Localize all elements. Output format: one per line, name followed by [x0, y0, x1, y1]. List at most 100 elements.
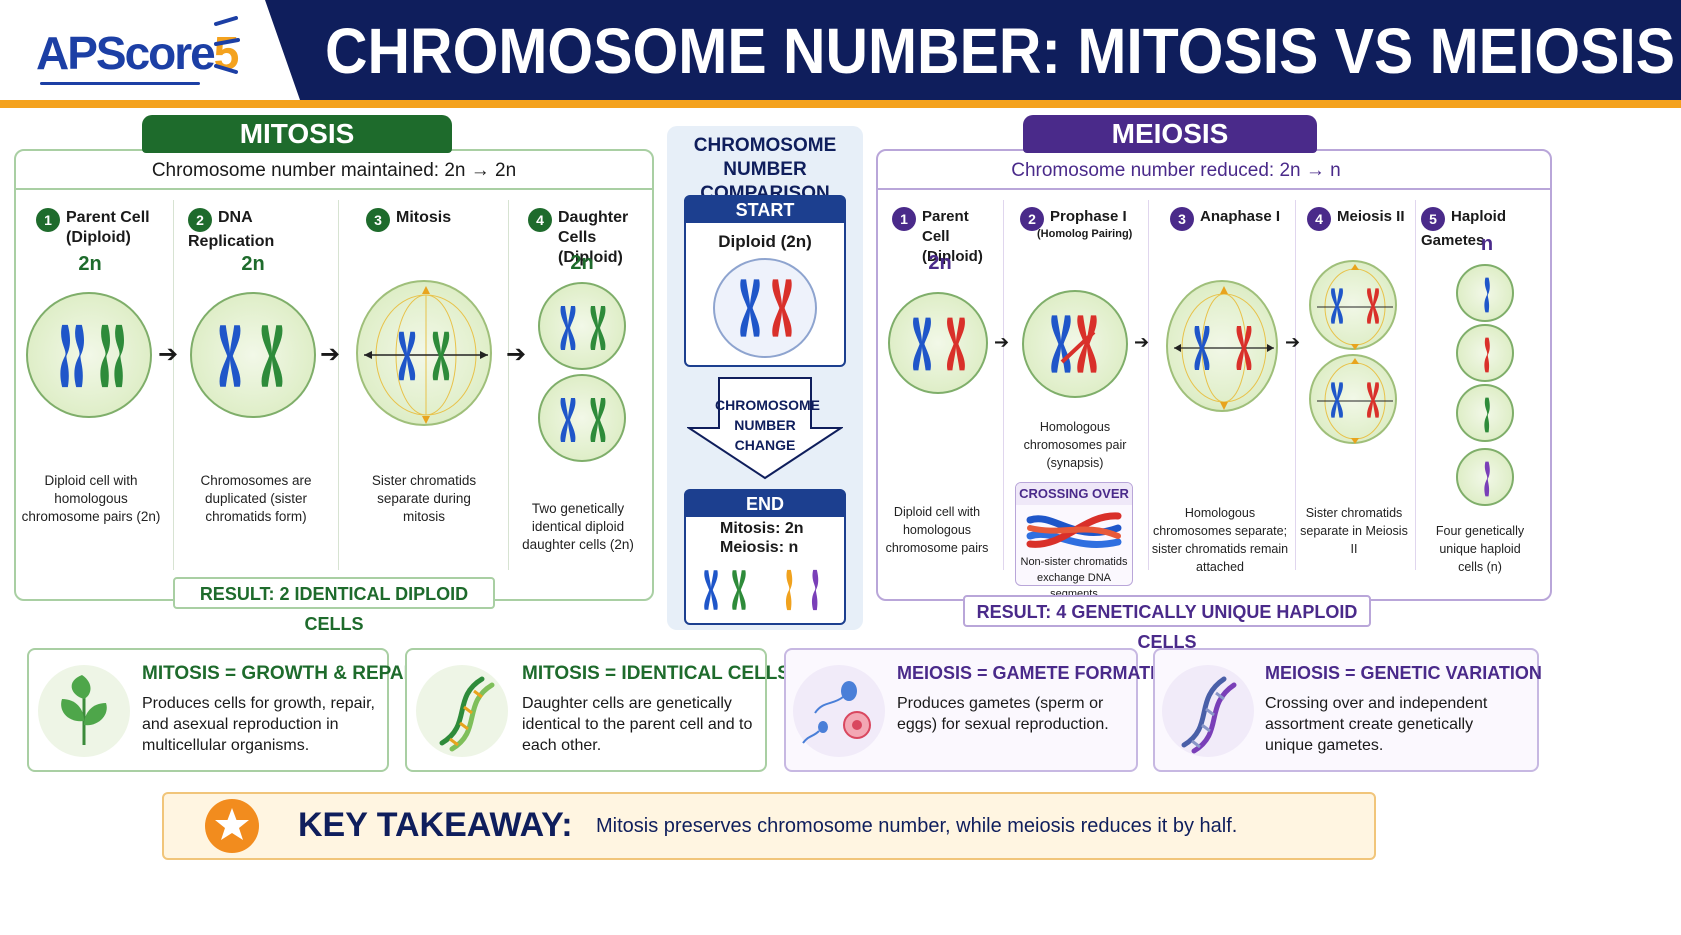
step-number-badge: 2 — [188, 208, 212, 232]
chromosomes-graphic — [560, 398, 606, 442]
chromosome-graphic — [1484, 277, 1490, 313]
crossing-over-title: CROSSING OVER — [1016, 483, 1132, 505]
step-number-badge: 3 — [1170, 207, 1194, 231]
step-description: Two genetically identical diploid daught… — [522, 501, 634, 552]
step-title-text: Parent Cell (Diploid) — [66, 209, 150, 246]
step-description: Chromosomes are duplicated (sister chrom… — [200, 473, 312, 524]
mitosis-label: MITOSIS — [142, 115, 452, 153]
step-number-badge: 1 — [36, 208, 60, 232]
step-number-badge: 5 — [1421, 207, 1445, 231]
dna-icon — [416, 665, 508, 757]
meiosis-ii-cell — [1309, 354, 1397, 444]
ploidy-label: 2n — [928, 252, 952, 274]
step-number-badge: 2 — [1020, 207, 1044, 231]
leaf-icon — [38, 665, 130, 757]
takeaway-label: KEY TAKEAWAY: — [298, 806, 573, 844]
dna-icon — [1162, 665, 1254, 757]
step-description: Diploid cell with homologous chromosome … — [885, 505, 989, 555]
gamete-cell — [1456, 448, 1514, 506]
divider — [1295, 200, 1296, 570]
step-number-badge: 3 — [366, 208, 390, 232]
divider — [338, 200, 339, 570]
down-arrow-icon — [687, 377, 843, 480]
meiosis-subtitle: Chromosome number reduced: 2n → n — [1011, 160, 1341, 181]
logo-main-text: APScore — [36, 27, 216, 79]
step-title-text: DNA Replication — [188, 209, 275, 250]
mitosis-step-3-title: 3 Mitosis — [366, 208, 496, 232]
arrow-right-icon: ➔ — [158, 341, 179, 368]
chromosomes-graphic — [560, 306, 606, 350]
chromosomes-graphic — [60, 324, 125, 388]
sperm-egg-icon-graphic — [802, 681, 871, 744]
divider — [1148, 200, 1149, 570]
meiosis-label: MEIOSIS — [1023, 115, 1317, 153]
mitosis-result: RESULT: 2 IDENTICAL DIPLOID CELLS — [173, 577, 495, 634]
step-description: Four genetically unique haploid cells (n… — [1435, 524, 1525, 574]
chromosomes-graphic — [740, 279, 792, 337]
card-text: Produces gametes (sperm or eggs) for sex… — [897, 695, 1109, 733]
start-label: START — [686, 197, 844, 223]
arrow-right-icon: ➔ — [506, 341, 527, 368]
gamete-cell — [1456, 264, 1514, 322]
card-text: Daughter cells are genetically identical… — [522, 695, 753, 754]
page-title: CHROMOSOME NUMBER: MITOSIS VS MEIOSIS — [325, 15, 1675, 87]
meiosis-step-2-title: 2 Prophase I — [1020, 207, 1148, 231]
spindle-graphic — [1317, 264, 1393, 350]
logo-underline — [40, 82, 200, 85]
step-description: Homologous chromosomes separate; sister … — [1151, 506, 1289, 574]
ploidy-label: 2n — [570, 252, 594, 274]
card-title: MEIOSIS = GAMETE FORMATION — [897, 663, 1183, 683]
daughter-cell — [538, 374, 626, 462]
step-subtitle: (Homolog Pairing) — [1037, 228, 1133, 240]
prophase-cell — [1022, 290, 1128, 398]
end-label: END — [686, 491, 844, 517]
gamete-cell — [1456, 324, 1514, 382]
step-title-text: Mitosis — [396, 209, 452, 226]
spindle-graphic — [1174, 286, 1274, 410]
chromosome-graphic — [1484, 461, 1490, 497]
meiosis-subtitle-divider — [876, 188, 1552, 190]
card-text: Crossing over and independent assortment… — [1265, 695, 1488, 754]
header-stripe — [0, 100, 1681, 108]
card-title: MITOSIS = IDENTICAL CELLS — [522, 663, 790, 684]
arrow-right-icon: ➔ — [1134, 332, 1150, 352]
anaphase-cell — [1166, 280, 1278, 412]
step-number-badge: 1 — [892, 207, 916, 231]
mitosis-spindle-cell — [356, 280, 492, 426]
divider — [508, 200, 509, 570]
divider — [1415, 200, 1416, 570]
step-description: Diploid cell with homologous chromosome … — [21, 473, 161, 524]
logo-swoosh-icon — [214, 16, 240, 74]
chromosomes-graphic — [1051, 315, 1097, 373]
step-description: Homologous chromosomes pair (synapsis) — [1023, 420, 1127, 470]
leaf-icon-graphic — [61, 675, 107, 745]
spindle-graphic — [364, 286, 488, 424]
end-mitosis-text: Mitosis: 2n — [720, 520, 804, 537]
crossing-over-icon — [1026, 512, 1122, 548]
gamete-cell — [1456, 384, 1514, 442]
divider — [1003, 200, 1004, 570]
divider — [173, 200, 174, 570]
meiosis-ii-cell — [1309, 260, 1397, 350]
takeaway-text: Mitosis preserves chromosome number, whi… — [596, 815, 1238, 837]
step-title-text: Haploid Gametes — [1421, 208, 1506, 249]
arrow-right-icon: ➔ — [994, 332, 1010, 352]
replicated-cell — [190, 292, 316, 418]
ploidy-label: 2n — [241, 253, 265, 275]
step-title-text: Parent Cell (Diploid) — [922, 208, 983, 265]
star-icon — [205, 799, 259, 853]
change-text: CHROMOSOME NUMBER CHANGE — [715, 397, 820, 453]
step-title-text: Prophase I — [1050, 208, 1127, 225]
chromosomes-graphic — [219, 325, 283, 387]
dna-icon-graphic — [439, 676, 495, 752]
ploidy-label: n — [1480, 233, 1494, 255]
key-takeaway-banner — [162, 792, 1376, 860]
parent-cell — [888, 292, 988, 394]
step-title-text: Meiosis II — [1337, 208, 1405, 225]
card-text: Produces cells for growth, repair, and a… — [142, 695, 375, 754]
